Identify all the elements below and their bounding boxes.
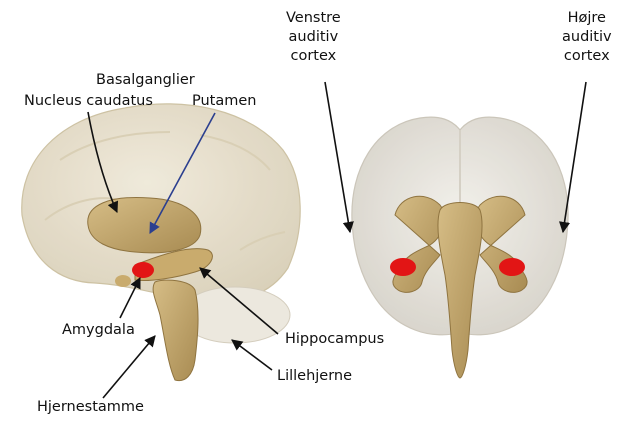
amygdala-adjacent: [115, 275, 131, 287]
label-nucleus-caudatus: Nucleus caudatus: [24, 94, 153, 109]
label-hojre: Højre: [568, 9, 606, 28]
label-venstre: Venstre: [286, 9, 341, 28]
left-auditory-cortex-highlight: [390, 258, 416, 276]
sagittal-brain: [22, 104, 300, 381]
label-venstre-auditiv-cortex: Venstre auditiv cortex: [286, 9, 341, 66]
pointer-hjernestamme: [103, 336, 155, 398]
label-hojre-cortex: cortex: [564, 47, 610, 66]
basal-ganglia: [88, 197, 201, 252]
right-auditory-cortex-highlight: [499, 258, 525, 276]
label-hojre-auditiv: auditiv: [562, 28, 612, 47]
label-hojre-auditiv-cortex: Højre auditiv cortex: [562, 9, 612, 66]
coronal-brain: [352, 117, 568, 378]
label-venstre-auditiv: auditiv: [289, 28, 339, 47]
label-putamen: Putamen: [192, 94, 257, 109]
label-lillehjerne: Lillehjerne: [277, 369, 352, 384]
amygdala-structure: [132, 262, 154, 278]
label-hjernestamme: Hjernestamme: [37, 400, 144, 415]
brainstem: [153, 280, 198, 381]
label-basalganglier: Basalganglier: [96, 73, 195, 88]
pointer-lillehjerne: [232, 340, 272, 370]
label-venstre-cortex: cortex: [290, 47, 336, 66]
pointer-hojre-auditiv-cortex: [563, 82, 586, 232]
pointer-venstre-auditiv-cortex: [325, 82, 350, 232]
label-amygdala: Amygdala: [62, 323, 135, 338]
label-hippocampus: Hippocampus: [285, 332, 384, 347]
